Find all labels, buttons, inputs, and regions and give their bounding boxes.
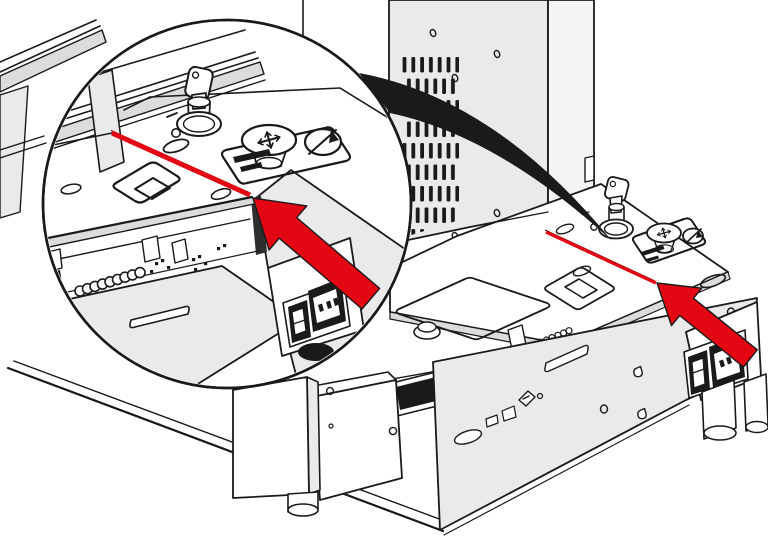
deck-oval-hole-detail bbox=[162, 138, 190, 154]
key-switch-detail bbox=[166, 65, 222, 139]
red-marker-strip-machine bbox=[544, 229, 657, 285]
deck-end-face-detail bbox=[251, 196, 267, 255]
pcb-strip-detail bbox=[45, 195, 259, 299]
nested-rect-detail bbox=[112, 161, 181, 204]
red-pointer-arrow-machine bbox=[656, 282, 758, 368]
zoom-sweep-arrow bbox=[359, 73, 612, 241]
panel-hook-cutout bbox=[633, 365, 643, 378]
deck-oval-hole-detail bbox=[60, 183, 82, 195]
bench-edge bbox=[6, 360, 451, 533]
callout-content bbox=[45, 29, 409, 386]
emergency-stop-label-microtext-detail bbox=[233, 149, 271, 163]
emergency-stop-plate bbox=[631, 217, 707, 264]
magnifier-callout bbox=[41, 18, 413, 390]
panel-arrow-cutout bbox=[518, 390, 536, 407]
bench-leg bbox=[232, 376, 321, 517]
left-panel-edge-detail bbox=[87, 69, 125, 173]
turn-release-arrows-icon bbox=[656, 227, 672, 239]
panel-oval-cutout bbox=[453, 429, 483, 445]
nested-rect-detail-machine bbox=[544, 266, 615, 311]
background-frame-rails bbox=[0, 19, 107, 219]
pin-header-detail bbox=[74, 266, 146, 297]
machine-feet bbox=[701, 373, 768, 441]
panel-slot-detail bbox=[129, 305, 190, 329]
emergency-stop-machine bbox=[631, 217, 707, 264]
deck-oval-hole bbox=[572, 265, 592, 277]
deck-oval-hole-detail bbox=[210, 187, 232, 201]
turn-release-arrows-icon bbox=[257, 131, 281, 149]
red-marker-strip-detail bbox=[47, 129, 252, 198]
tower-hinge-bracket bbox=[584, 155, 595, 183]
deck-back-edge-detail bbox=[123, 87, 409, 131]
red-pointer-arrow-detail bbox=[252, 197, 381, 310]
emergency-stop-plate-detail bbox=[220, 126, 352, 185]
deck-oval-hole bbox=[699, 273, 727, 289]
deck-oval-hole bbox=[555, 223, 575, 235]
emergency-stop-detail bbox=[220, 123, 352, 185]
panel-hook-cutout bbox=[637, 407, 647, 420]
screen-recess-outline bbox=[395, 276, 551, 341]
emergency-stop-label-microtext bbox=[641, 245, 665, 256]
key-switch-machine bbox=[581, 176, 634, 240]
panel-slot bbox=[544, 344, 589, 373]
